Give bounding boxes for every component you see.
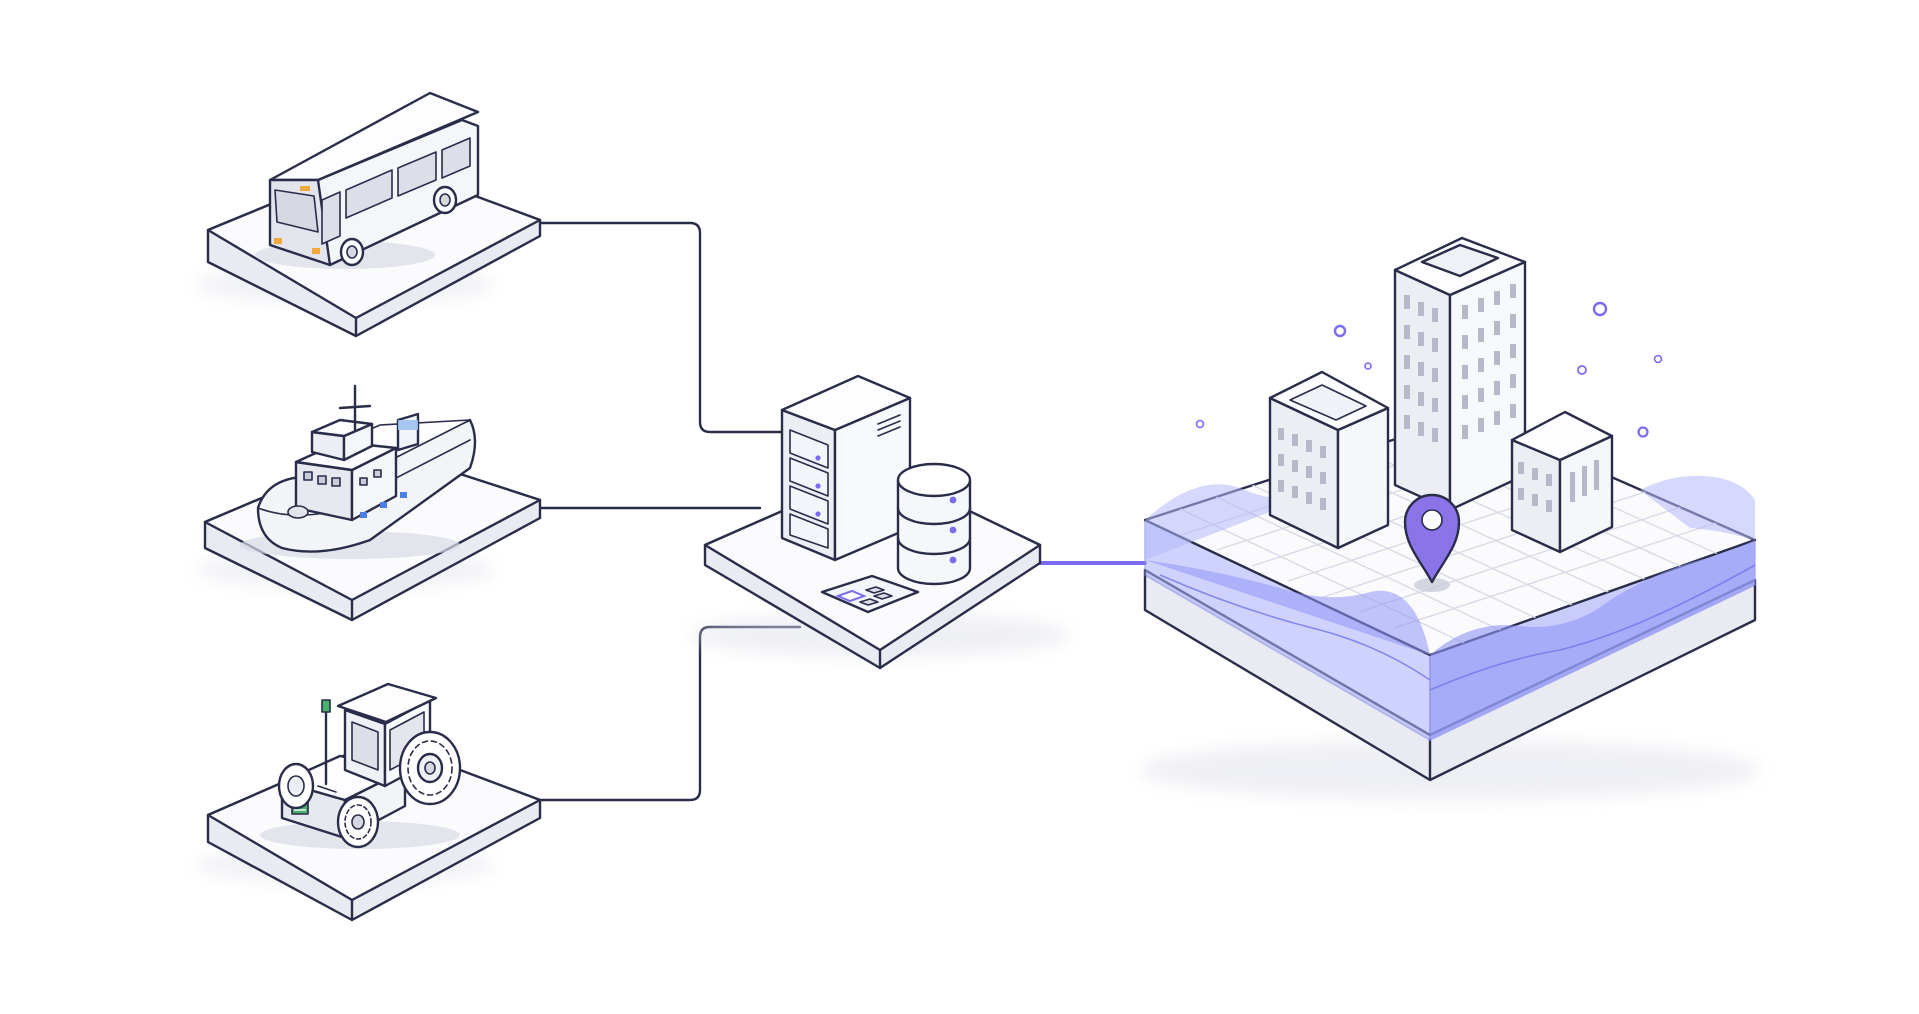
control-panel-icon: [820, 574, 920, 614]
connectors: [538, 221, 1147, 802]
database-icon: [896, 462, 972, 586]
bus-node: [195, 91, 542, 338]
city-node: [1140, 236, 1760, 800]
data-particles: [1195, 301, 1663, 438]
tractor-icon: [260, 682, 462, 849]
edge-tractor-hub: [538, 625, 802, 802]
ship-icon: [240, 384, 477, 559]
ship-node: [195, 384, 542, 622]
location-pin-icon: [1403, 493, 1461, 592]
right-building-icon: [1510, 410, 1614, 554]
bus-icon: [255, 91, 480, 269]
server-icon: [780, 374, 912, 562]
left-building-icon: [1268, 370, 1390, 550]
hub-node: [690, 374, 1070, 670]
tractor-node: [195, 682, 542, 922]
edge-bus-hub: [538, 221, 787, 434]
tower-building-icon: [1393, 236, 1527, 512]
